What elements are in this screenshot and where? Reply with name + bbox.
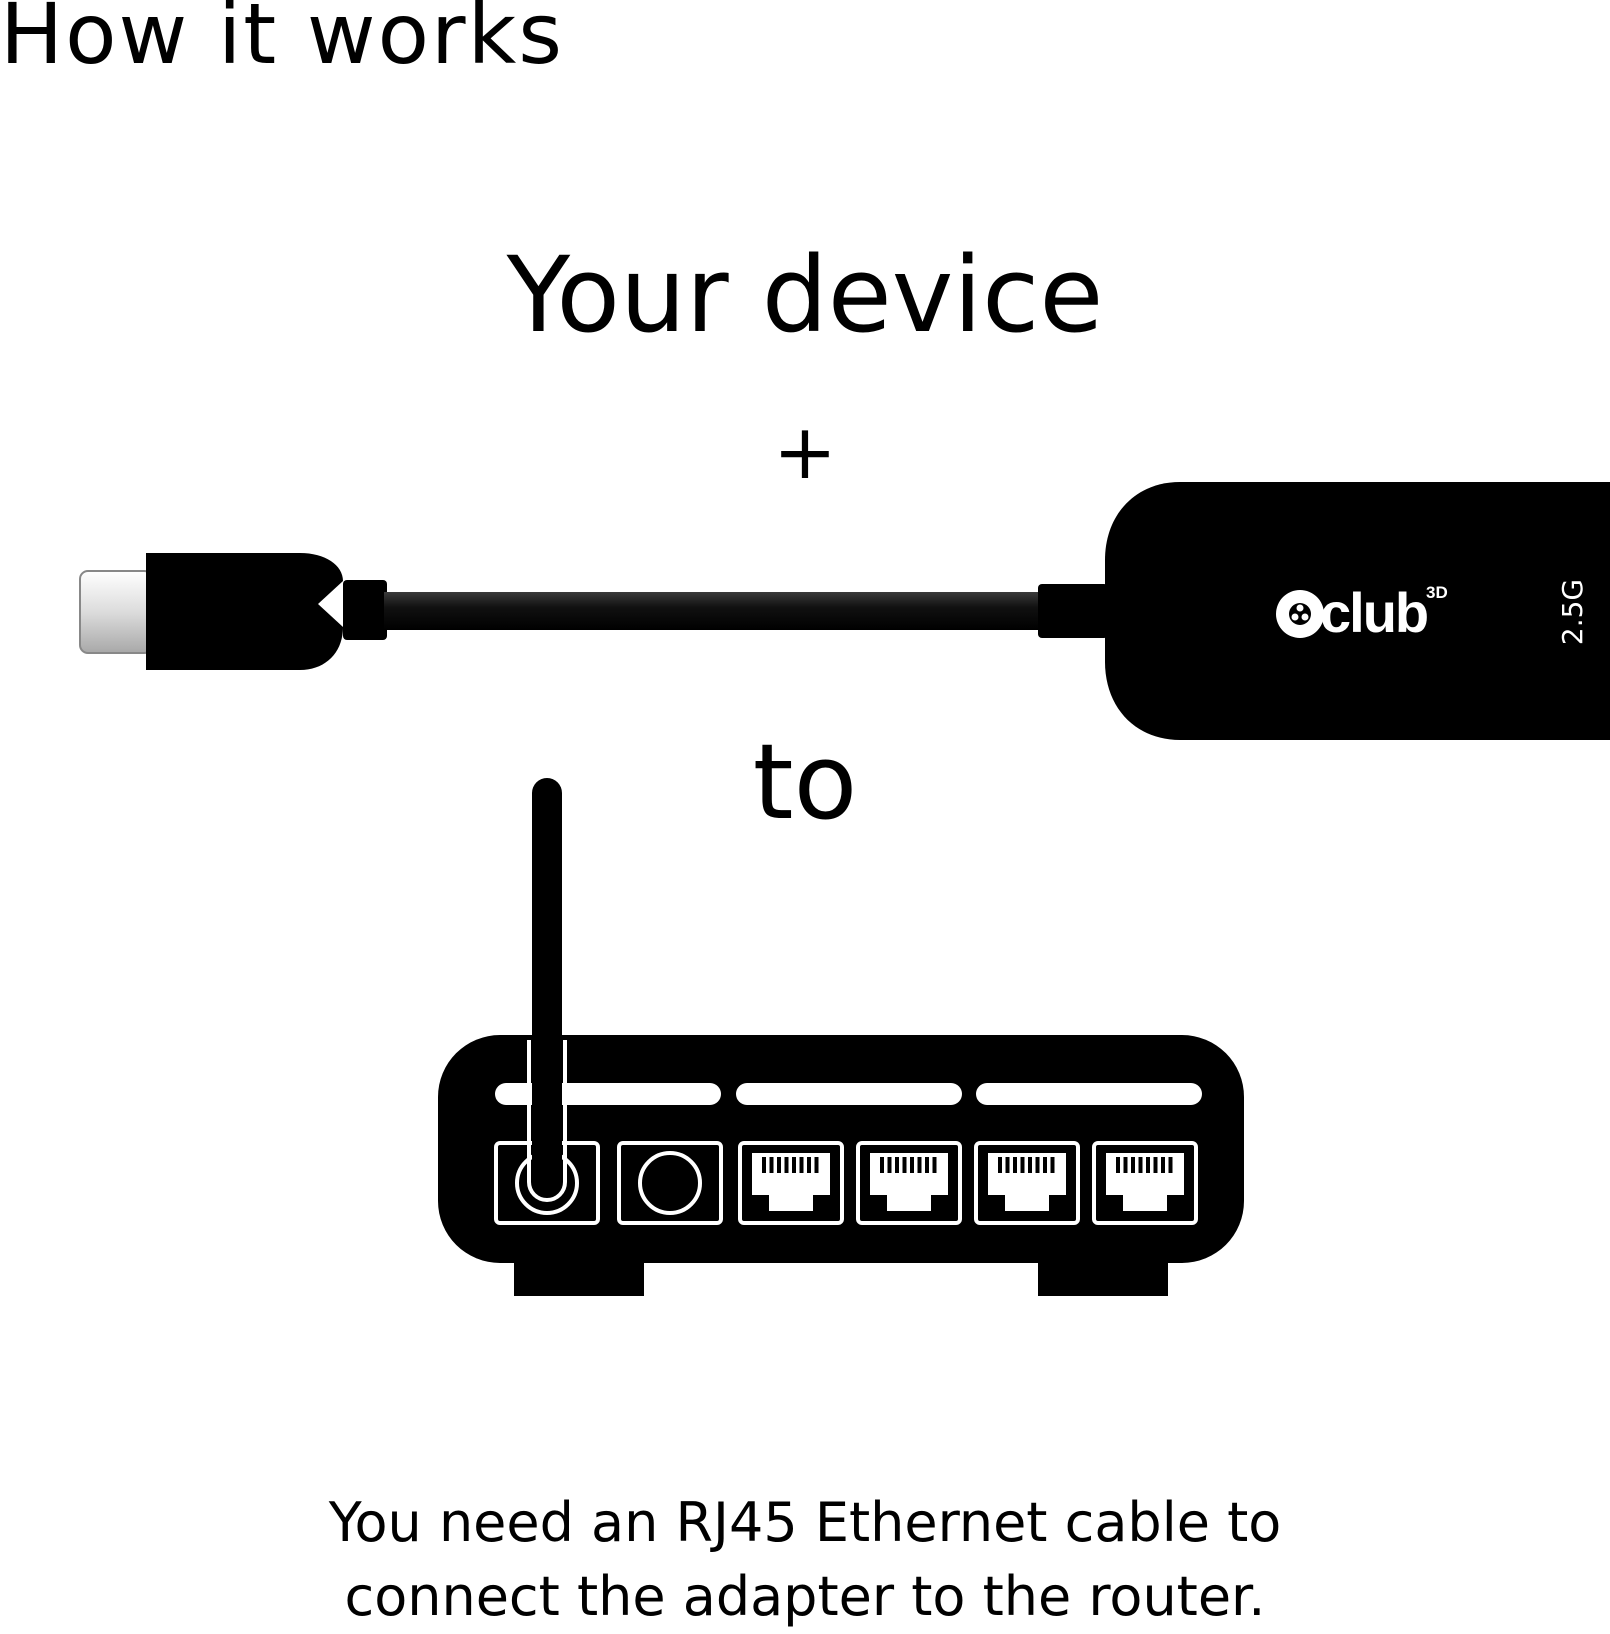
footer-line-1: You need an RJ45 Ethernet cable to [328,1491,1282,1554]
cable-strain-relief-right [1038,584,1108,638]
ethernet-port [1092,1141,1198,1225]
footer-line-2: connect the adapter to the router. [344,1565,1266,1628]
plus-sign: + [773,407,837,496]
brand-superscript: 3D [1426,583,1448,602]
brand-name: club [1320,581,1427,644]
router-antenna-outline-right [563,1040,567,1182]
adapter-body [1105,482,1610,740]
router-ethernet-ports [738,1141,1198,1225]
page-heading: How it works [0,0,564,83]
footer-instructions: You need an RJ45 Ethernet cable to conne… [305,1486,1305,1634]
ethernet-port [738,1141,844,1225]
usb-c-adapter: club 3D 2.5G [79,482,1610,740]
adapter-cable [384,592,1044,630]
router [438,778,1244,1296]
speed-label: 2.5G [1556,579,1589,645]
cable-strain-relief-left [343,580,387,640]
club3d-logo: club 3D [1276,581,1448,644]
usb-c-plug-housing [146,553,343,670]
ethernet-port [856,1141,962,1225]
ethernet-port [974,1141,1080,1225]
device-label: Your device [506,234,1104,356]
router-power-port [617,1141,723,1225]
router-antenna-base [527,1181,567,1202]
usb-c-plug-metal [79,570,153,654]
router-antenna-outline-left [527,1040,531,1182]
to-label: to [752,721,858,843]
